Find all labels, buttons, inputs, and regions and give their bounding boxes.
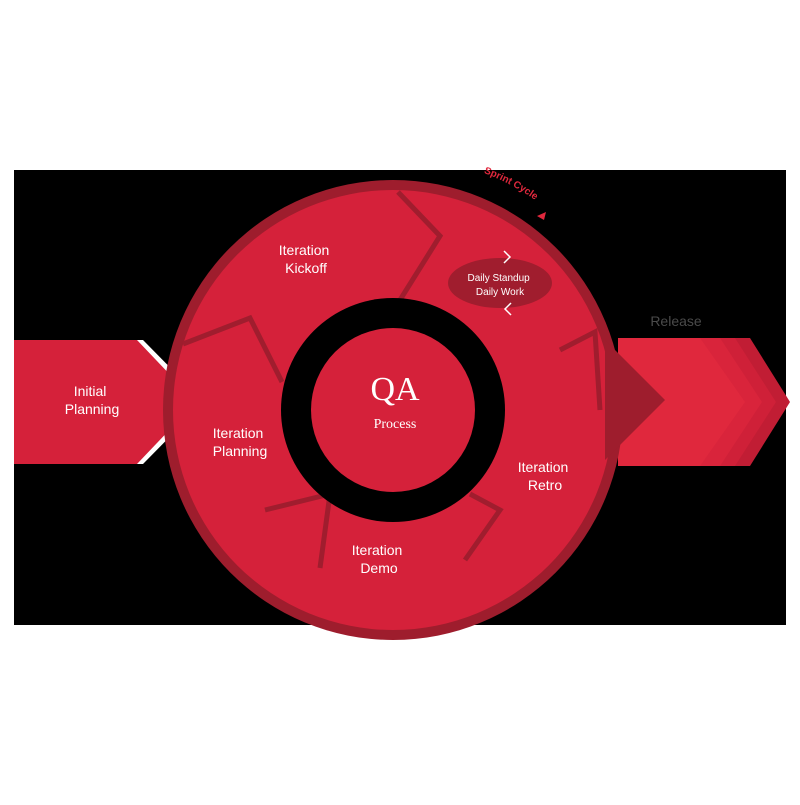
iteration-retro-label: Iteration Retro: [518, 459, 572, 493]
qa-logo: QA: [370, 371, 420, 408]
chevron-right-icon: [503, 250, 512, 264]
release-label: Release: [650, 313, 702, 329]
initial-planning-arrow: [14, 340, 196, 464]
iteration-demo-label: Iteration Demo: [352, 542, 406, 576]
sprint-cycle-arrow-icon: [537, 212, 546, 220]
center-disc: [311, 328, 475, 492]
iteration-kickoff-label: Iteration Kickoff: [279, 242, 333, 276]
chevron-left-icon: [503, 302, 512, 316]
initial-planning-label: Initial Planning: [65, 383, 120, 417]
release-connector: [605, 340, 665, 460]
daily-work-bubble: [448, 258, 552, 308]
daily-work-label: Daily Standup Daily Work: [467, 273, 532, 298]
process-label: Process: [374, 417, 417, 432]
iteration-planning-label: Iteration Planning: [213, 425, 268, 459]
release-arrow: [618, 338, 790, 466]
